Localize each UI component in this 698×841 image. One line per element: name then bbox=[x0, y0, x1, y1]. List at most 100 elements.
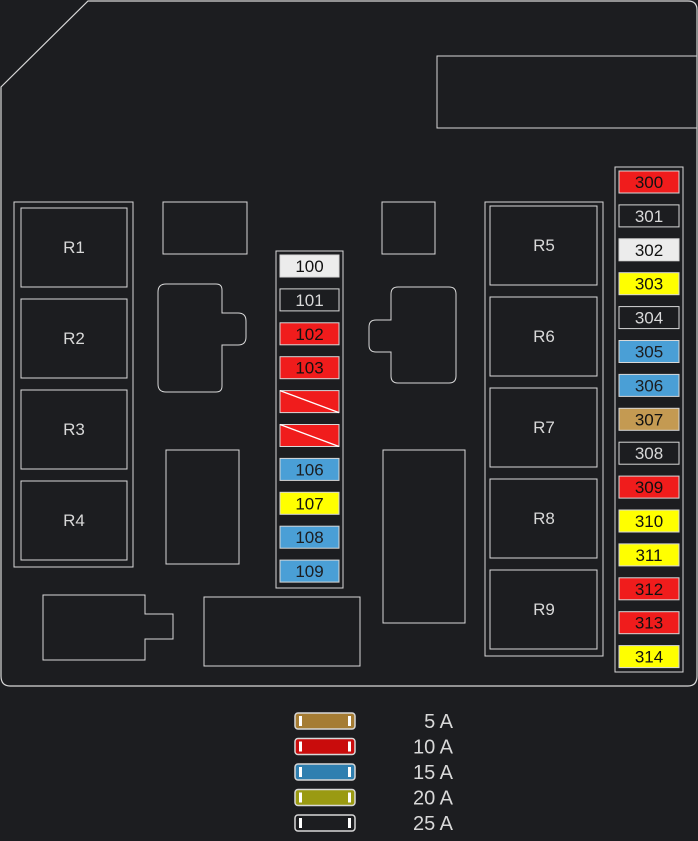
relay: R1 bbox=[20, 207, 128, 288]
fuse: 305 bbox=[618, 340, 680, 363]
fuse: 304 bbox=[618, 306, 680, 330]
legend-label: 25 A bbox=[413, 813, 454, 835]
fuse-body bbox=[279, 288, 340, 312]
fuse-body bbox=[279, 457, 340, 481]
relay: R4 bbox=[20, 480, 128, 561]
fuse bbox=[279, 423, 340, 448]
right-fuse-holder bbox=[614, 166, 684, 673]
fuse-label: 303 bbox=[635, 275, 663, 294]
relay-label: R5 bbox=[533, 236, 555, 255]
legend-fuse-pin bbox=[299, 792, 302, 803]
fuse-label: 311 bbox=[635, 546, 662, 565]
fuse-body bbox=[618, 441, 680, 465]
legend-label: 20 A bbox=[413, 788, 454, 810]
fuse: 310 bbox=[618, 509, 680, 533]
fuse-label: 313 bbox=[635, 614, 663, 633]
right-fuse-column: 3003013023033043053063073083093103113123… bbox=[618, 170, 680, 669]
fuse-body bbox=[279, 356, 340, 380]
empty-slot-line bbox=[279, 423, 340, 448]
relay-label: R7 bbox=[533, 418, 555, 437]
relay-box bbox=[489, 205, 598, 286]
fuse: 102 bbox=[279, 322, 340, 346]
relay-box bbox=[489, 387, 598, 468]
legend-entry: 5 A bbox=[294, 711, 454, 733]
relay: R8 bbox=[489, 478, 598, 559]
fuse-body bbox=[618, 475, 680, 499]
fuse-body bbox=[618, 543, 680, 567]
legend-fuse-pin bbox=[299, 741, 302, 752]
fuse-label: 102 bbox=[295, 325, 323, 344]
relay-label: R2 bbox=[63, 329, 85, 348]
large-block bbox=[382, 449, 466, 624]
fuse-body bbox=[618, 407, 680, 431]
fuse-body bbox=[279, 525, 340, 549]
relay-box bbox=[489, 296, 598, 377]
relay-box bbox=[20, 207, 128, 288]
fuse: 303 bbox=[618, 272, 680, 296]
legend-fuse-swatch bbox=[294, 763, 356, 781]
legend-label: 10 A bbox=[413, 737, 454, 759]
fuse-label: 304 bbox=[635, 309, 663, 328]
legend-fuse-swatch bbox=[294, 788, 356, 807]
fuse-label: 301 bbox=[635, 207, 663, 226]
relay-label: R9 bbox=[533, 600, 555, 619]
fuse-body bbox=[618, 577, 680, 601]
relay-box bbox=[489, 478, 598, 559]
relay-label: R6 bbox=[533, 327, 555, 346]
fuse-label: 305 bbox=[635, 343, 663, 362]
fuse-body bbox=[618, 373, 680, 397]
fuse: 100 bbox=[279, 254, 340, 278]
fuse: 106 bbox=[279, 457, 340, 481]
fuse-body bbox=[279, 322, 340, 346]
fuse-body bbox=[618, 238, 680, 262]
relay: R7 bbox=[489, 387, 598, 468]
legend-fuse-pin bbox=[299, 767, 302, 777]
middle-fuse-holder bbox=[275, 250, 344, 589]
fuse: 314 bbox=[618, 645, 680, 669]
legend-fuse-swatch bbox=[294, 737, 356, 756]
fuse-label: 109 bbox=[295, 562, 323, 581]
fuse: 101 bbox=[279, 288, 340, 312]
relay: R3 bbox=[20, 389, 128, 470]
legend-fuse-swatch bbox=[294, 814, 356, 832]
fuse-label: 309 bbox=[635, 478, 663, 497]
legend-fuse-pin bbox=[348, 741, 351, 752]
legend-fuse-swatch bbox=[294, 712, 356, 730]
left-relay-frame bbox=[13, 201, 134, 568]
legend-fuse-pin bbox=[348, 716, 351, 726]
relay-label: R3 bbox=[63, 420, 85, 439]
right-connector-socket bbox=[368, 286, 457, 384]
fuse: 103 bbox=[279, 356, 340, 380]
fuse: 308 bbox=[618, 441, 680, 465]
fuse-label: 312 bbox=[635, 580, 663, 599]
fuse: 108 bbox=[279, 525, 340, 549]
relay-label: R1 bbox=[63, 238, 85, 257]
fuse-body bbox=[279, 491, 340, 515]
legend-fuse-pin bbox=[299, 818, 302, 828]
fuse: 306 bbox=[618, 373, 680, 397]
relay-box bbox=[20, 298, 128, 379]
relay: R2 bbox=[20, 298, 128, 379]
fuse-label: 314 bbox=[635, 648, 663, 667]
relay: R5 bbox=[489, 205, 598, 286]
fuse-label: 307 bbox=[635, 410, 663, 429]
fuse-rating-legend: 5 A 10 A 15 A 20 A 25 A bbox=[294, 711, 454, 835]
large-block bbox=[165, 449, 240, 565]
fuse-body bbox=[618, 645, 680, 669]
legend-label: 15 A bbox=[413, 762, 454, 784]
bottom-block bbox=[203, 596, 361, 667]
relay-box bbox=[20, 480, 128, 561]
fuse-label: 103 bbox=[295, 359, 323, 378]
bottom-left-connector bbox=[42, 594, 174, 661]
fuse-body bbox=[618, 611, 680, 635]
relay: R9 bbox=[489, 569, 598, 650]
legend-fuse-pin bbox=[348, 792, 351, 803]
legend-fuse-pin bbox=[348, 767, 351, 777]
fuse-label: 306 bbox=[635, 376, 663, 395]
small-block bbox=[162, 201, 248, 255]
fuse: 309 bbox=[618, 475, 680, 499]
fuse-body bbox=[618, 306, 680, 330]
fuse-body bbox=[618, 170, 680, 194]
fuse bbox=[279, 389, 340, 414]
